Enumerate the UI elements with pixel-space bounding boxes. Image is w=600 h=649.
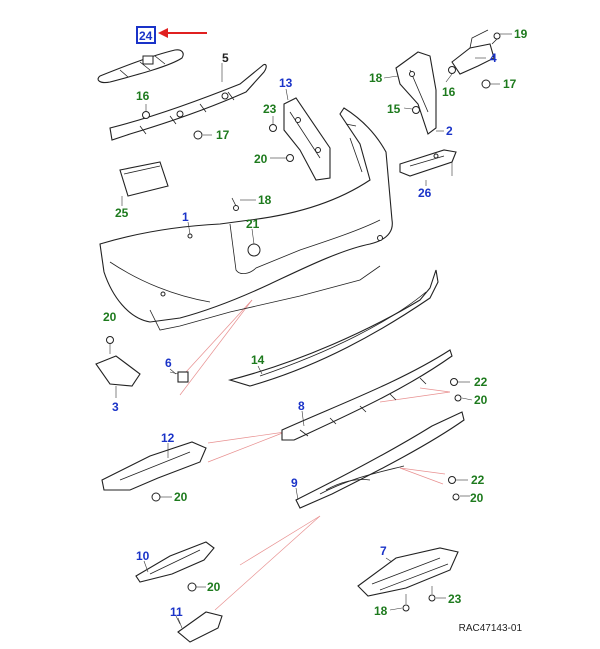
part-2-bracket bbox=[395, 51, 437, 135]
label-22-lower: 22 bbox=[471, 473, 485, 487]
fastener-18-mid bbox=[231, 197, 239, 211]
fastener-15 bbox=[403, 106, 420, 114]
label-18-mid: 18 bbox=[258, 193, 272, 207]
label-11: 11 bbox=[170, 605, 183, 619]
fastener-16-right bbox=[448, 66, 456, 74]
label-20-left: 20 bbox=[103, 310, 117, 324]
label-20-top: 20 bbox=[254, 152, 268, 166]
label-14: 14 bbox=[251, 353, 265, 367]
label-20-bottom: 20 bbox=[207, 580, 221, 594]
label-9: 9 bbox=[291, 476, 298, 490]
part-10-bracket bbox=[135, 541, 215, 592]
label-10: 10 bbox=[136, 549, 150, 563]
part-6-clip bbox=[169, 371, 189, 383]
part-8-lower-strip bbox=[281, 349, 453, 441]
fastener-22-lower bbox=[448, 476, 468, 484]
label-18-bottom: 18 bbox=[374, 604, 388, 618]
label-8: 8 bbox=[298, 399, 305, 413]
label-7: 7 bbox=[380, 544, 387, 558]
leader-lines bbox=[115, 57, 486, 625]
label-23-bottom: 23 bbox=[448, 592, 462, 606]
label-17-left: 17 bbox=[216, 128, 230, 142]
part-4-bracket bbox=[451, 29, 512, 75]
label-26: 26 bbox=[418, 186, 432, 200]
label-12: 12 bbox=[161, 431, 175, 445]
fastener-23-top bbox=[269, 116, 277, 132]
part-5-rail bbox=[109, 63, 267, 141]
label-6: 6 bbox=[165, 356, 172, 370]
label-13: 13 bbox=[279, 76, 293, 90]
part-26-trim bbox=[399, 149, 457, 177]
label-20-side: 20 bbox=[174, 490, 188, 504]
label-20-upper: 20 bbox=[474, 393, 488, 407]
part-9-diffuser bbox=[295, 411, 465, 509]
fastener-17-left bbox=[193, 130, 212, 140]
label-23-top: 23 bbox=[263, 102, 277, 116]
label-15: 15 bbox=[387, 102, 401, 116]
fastener-17-right bbox=[481, 79, 500, 89]
label-1: 1 bbox=[182, 210, 189, 224]
part-11-clip-plate bbox=[177, 611, 223, 643]
label-25: 25 bbox=[115, 206, 129, 220]
part-25-plate bbox=[119, 161, 169, 197]
label-24: 24 bbox=[139, 29, 153, 43]
part-1-bumper-cover bbox=[99, 107, 393, 331]
part-3-bracket bbox=[95, 336, 141, 387]
fastener-22-upper bbox=[450, 378, 470, 386]
label-3: 3 bbox=[112, 400, 119, 414]
reference-code: RAC47143-01 bbox=[458, 623, 522, 634]
callout-arrow bbox=[158, 28, 207, 38]
part-14-trim-strip bbox=[227, 269, 439, 387]
label-22-upper: 22 bbox=[474, 375, 488, 389]
part-7-lower-shield bbox=[357, 547, 459, 612]
label-5: 5 bbox=[222, 51, 229, 65]
label-19: 19 bbox=[514, 27, 528, 41]
label-16-right: 16 bbox=[442, 85, 456, 99]
label-18-top: 18 bbox=[369, 71, 383, 85]
fastener-20-lower bbox=[452, 493, 460, 501]
label-20-lower: 20 bbox=[470, 491, 484, 505]
label-21: 21 bbox=[246, 217, 260, 231]
part-13-bracket bbox=[283, 97, 331, 181]
label-2: 2 bbox=[446, 124, 453, 138]
alignment-guides bbox=[179, 299, 451, 611]
fastener-20-upper bbox=[454, 394, 462, 402]
part-labels: 24 5 19 4 18 16 17 16 17 13 23 15 2 20 2… bbox=[103, 27, 528, 619]
label-4: 4 bbox=[490, 51, 497, 65]
fastener-20-top bbox=[270, 154, 294, 162]
highlight-box-24 bbox=[136, 26, 156, 44]
label-16-left: 16 bbox=[136, 89, 150, 103]
label-17-right: 17 bbox=[503, 77, 517, 91]
fastener-16-left bbox=[142, 104, 150, 119]
part-12-side-bracket bbox=[101, 441, 207, 502]
part-24-absorber bbox=[97, 49, 184, 84]
